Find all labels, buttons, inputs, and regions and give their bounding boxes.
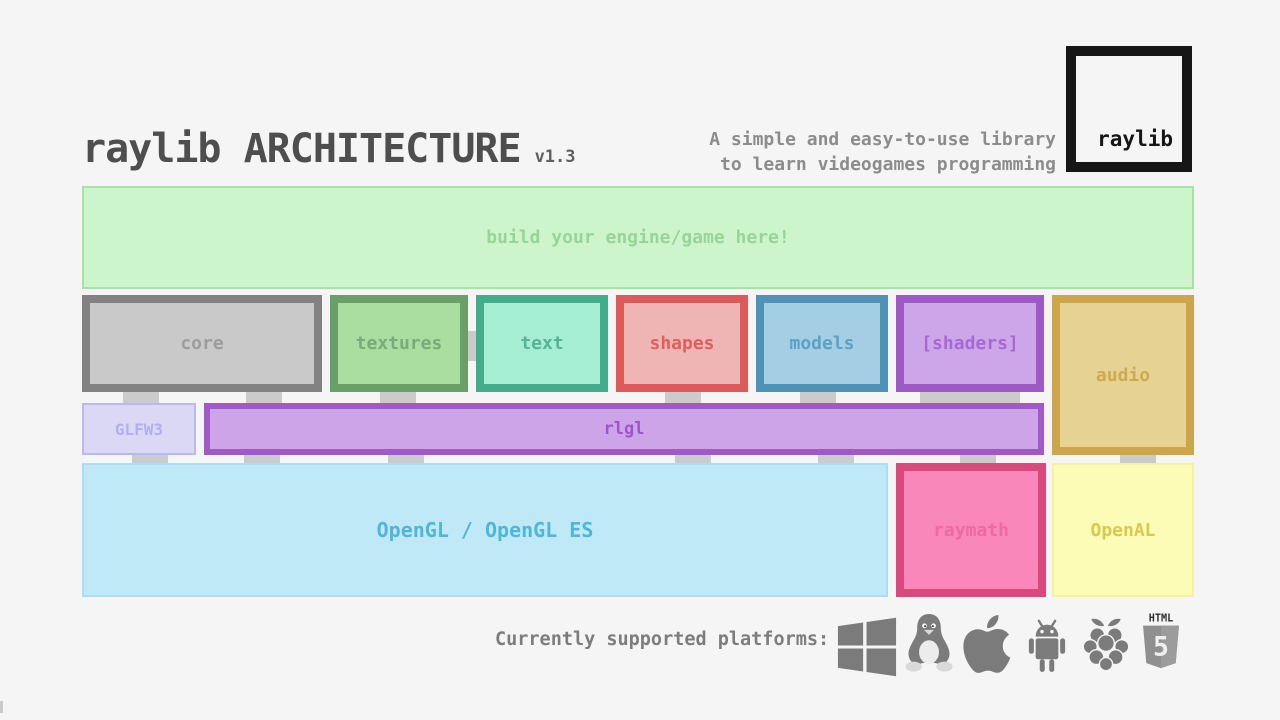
connector-shapes-rlgl (665, 388, 701, 405)
android-icon (1028, 619, 1066, 672)
raymath-label: raymath (933, 519, 1009, 541)
raymath-box: raymath (896, 463, 1046, 597)
module-box-core: core (82, 295, 322, 392)
module-label-models: models (789, 333, 855, 354)
module-box-text: text (476, 295, 608, 392)
connector-shaders-rlgl (920, 388, 1020, 405)
tagline-line-2: to learn videogames programming (720, 154, 1056, 175)
module-label-shapes: shapes (649, 333, 715, 354)
platform-icons-row: HTML 5 (836, 604, 1186, 678)
connector-models-rlgl (800, 388, 836, 405)
opengl-box: OpenGL / OpenGL ES (82, 463, 888, 597)
module-label-text: text (520, 333, 564, 354)
html5-icon: HTML 5 (1143, 614, 1179, 669)
rlgl-label: rlgl (603, 419, 645, 439)
tagline: A simple and easy-to-use library to lear… (709, 127, 1056, 177)
connector-textures-rlgl (380, 388, 416, 405)
rlgl-box: rlgl (204, 403, 1044, 455)
platforms-label: Currently supported platforms: (495, 629, 830, 650)
glfw3-box: GLFW3 (82, 403, 196, 455)
windows-icon (837, 617, 897, 677)
engine-box: build your engine/game here! (82, 186, 1194, 289)
html5-number: 5 (1153, 631, 1169, 662)
linux-tux-icon (905, 614, 953, 672)
engine-box-label: build your engine/game here! (486, 227, 790, 248)
raylib-logo-text: raylib (1097, 127, 1173, 151)
connector-core-glfw3 (123, 388, 159, 405)
bottom-left-notch (0, 701, 3, 713)
openal-box: OpenAL (1052, 463, 1194, 597)
html5-badge-text: HTML (1149, 614, 1173, 625)
module-box-shaders: [shaders] (896, 295, 1044, 392)
openal-label: OpenAL (1090, 519, 1156, 541)
module-label-shaders: [shaders] (921, 333, 1019, 354)
page-title: raylib ARCHITECTURE (82, 126, 522, 172)
module-label-core: core (180, 333, 224, 354)
module-box-textures: textures (330, 295, 468, 392)
module-label-textures: textures (355, 333, 443, 354)
raspberry-pi-icon (1082, 617, 1130, 672)
page-title-row: raylib ARCHITECTURE v1.3 (82, 126, 576, 172)
glfw3-label: GLFW3 (114, 419, 164, 439)
module-box-shapes: shapes (616, 295, 748, 392)
module-label-audio: audio (1095, 364, 1151, 386)
connector-core-rlgl (246, 388, 282, 405)
tagline-line-1: A simple and easy-to-use library (709, 129, 1056, 150)
version-label: v1.3 (534, 147, 576, 167)
opengl-label: OpenGL / OpenGL ES (376, 518, 594, 542)
raylib-logo: raylib (1066, 46, 1192, 172)
module-box-audio: audio (1052, 295, 1194, 455)
module-box-models: models (756, 295, 888, 392)
apple-icon (963, 615, 1011, 673)
